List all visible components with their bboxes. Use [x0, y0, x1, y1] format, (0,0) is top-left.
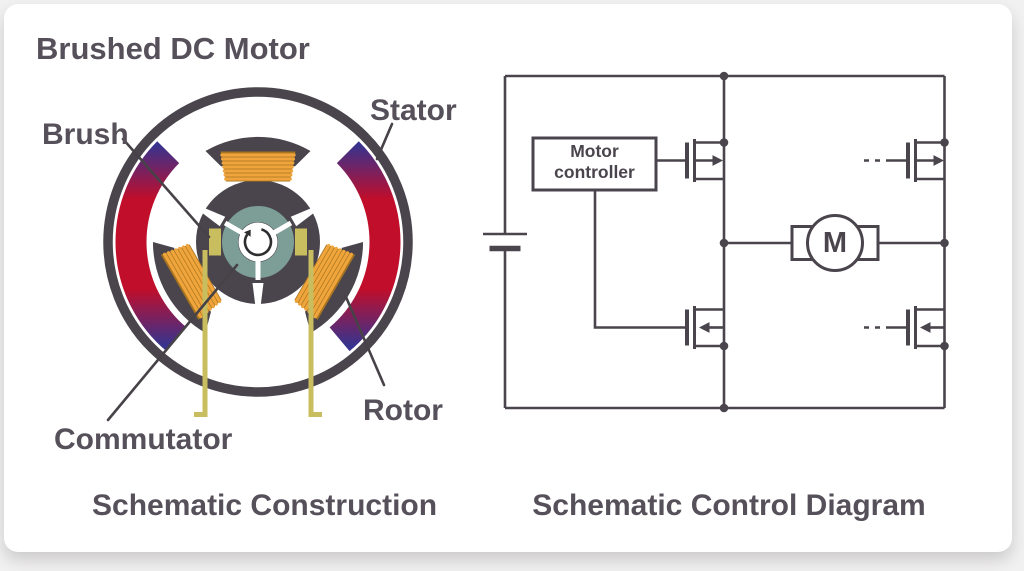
page-title: Brushed DC Motor	[36, 31, 310, 66]
commutator-leader-line	[106, 263, 239, 422]
stator-ring	[103, 87, 413, 397]
motor-controller-label: Motor controller	[533, 141, 656, 193]
label-stator: Stator	[370, 94, 457, 127]
rotor-leader-line	[344, 295, 386, 387]
brush-leader-line	[121, 137, 211, 239]
brush-right	[295, 228, 322, 417]
battery-symbol	[483, 76, 527, 408]
label-brush: Brush	[42, 118, 129, 151]
controller-gate-wire-low	[593, 190, 687, 329]
label-commutator: Commutator	[54, 423, 233, 456]
stator-leader-line	[375, 122, 394, 161]
mosfet-low-left	[683, 304, 726, 351]
control-circuit-diagram	[483, 71, 949, 413]
caption-construction: Schematic Construction	[92, 489, 438, 522]
magnet-arc-right	[329, 141, 401, 352]
commutator-gaps	[223, 220, 293, 280]
motor-controller-label-line1: Motor	[570, 141, 619, 161]
motor-letter: M	[822, 227, 848, 259]
motor-construction-diagram	[103, 87, 413, 422]
motor-controller-label-line2: controller	[554, 162, 635, 182]
caption-control-diagram: Schematic Control Diagram	[532, 489, 926, 522]
hub-notches	[200, 207, 316, 307]
label-rotor: Rotor	[363, 394, 443, 427]
rotation-arrow-icon	[243, 228, 273, 257]
mosfet-low-right	[904, 304, 947, 351]
junction-dots	[719, 71, 949, 413]
motor-controller-box	[531, 136, 658, 192]
mosfet-high-right	[904, 137, 947, 184]
magnet-arc-left	[115, 141, 187, 352]
rotor-pole-top	[203, 135, 313, 184]
mosfet-high-left	[683, 137, 726, 184]
motor-symbol	[790, 214, 880, 272]
